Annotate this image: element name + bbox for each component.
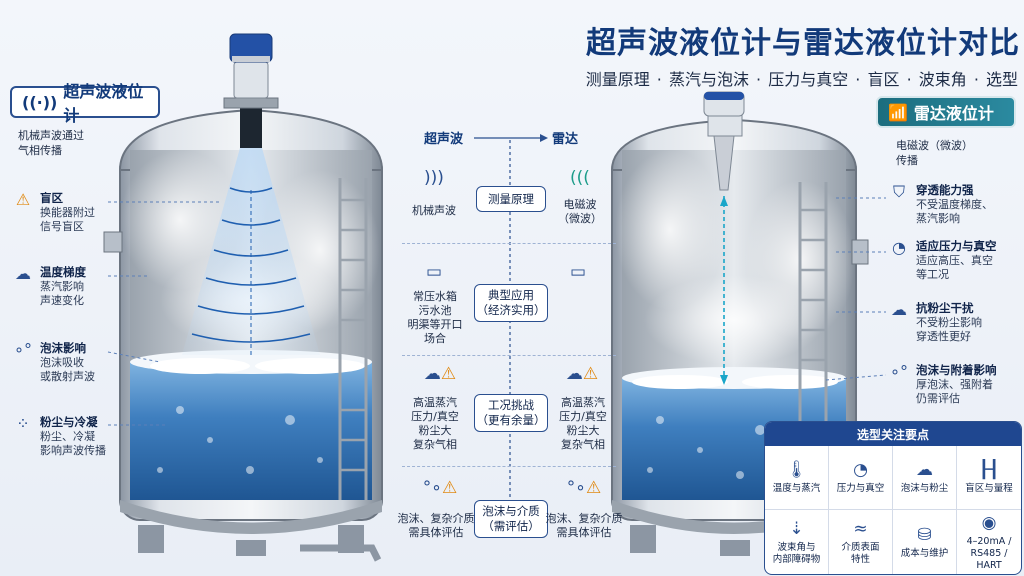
- signal-icon: ◉: [981, 512, 997, 533]
- dust-icon: ⁘: [16, 414, 30, 433]
- center-head-radar: 雷达: [552, 132, 579, 147]
- microwave-icon: (((: [570, 168, 590, 188]
- ultrasonic-description: 机械声波通过 气相传播: [18, 129, 84, 157]
- shield-icon: ⛉: [892, 182, 905, 201]
- ultrasonic-badge: ((·)) 超声波液位计: [10, 82, 160, 125]
- cloud-icon: ☁⚠: [565, 364, 599, 384]
- ultrasonic-feature-foam: ∘° 泡沫影响 泡沫吸收 或散射声波: [13, 340, 95, 383]
- center-head-ultrasonic: 超声波: [424, 132, 464, 147]
- row-divider: [402, 243, 616, 244]
- ultrasonic-feature-dust: ⁘ 粉尘与冷凝 粉尘、冷凝 影响声波传播: [12, 414, 127, 458]
- dust-cloud-icon: ☁: [891, 300, 907, 319]
- selection-item-beam: ⇣ 波束角与内部障碍物: [765, 510, 829, 574]
- radar-feature-dust: ☁ 抗粉尘干扰 不受粉尘影响 穿透性更好: [888, 300, 1018, 344]
- bubbles-icon: °∘⚠: [422, 478, 458, 498]
- foam-icon: ∘°: [13, 340, 32, 359]
- row4-right-text: 泡沫、复杂介质 需具体评估: [545, 512, 623, 539]
- thermo-cloud-icon: ☁: [15, 264, 31, 283]
- row-divider: [402, 355, 616, 356]
- row3-right-text: 高温蒸汽 压力/真空 粉尘大 复杂气相: [559, 396, 607, 451]
- ultrasonic-tank: [103, 33, 384, 562]
- ultrasonic-feature-blind-zone: ⚠ 盲区 换能器附过 信号盲区: [12, 190, 127, 234]
- row2-box-application: 典型应用 （经济实用）: [474, 284, 548, 322]
- center-connector: [474, 134, 548, 535]
- selection-item-foam-dust: ☁ 泡沫与粉尘: [893, 446, 957, 510]
- tank-icon: ▭: [569, 262, 587, 282]
- radar-feature-penetration: ⛉ 穿透能力强 不受温度梯度、 蒸汽影响: [888, 182, 1018, 226]
- gauge-icon: ◔: [853, 460, 868, 480]
- selection-item-output: ◉ 4–20mA /RS485 / HART: [966, 512, 1012, 571]
- radar-badge: 📶 雷达液位计: [876, 96, 1016, 128]
- coins-icon: ⛁: [917, 524, 932, 545]
- page-subtitle: 测量原理 · 蒸汽与泡沫 · 压力与真空 · 盲区 · 波束角 · 选型: [585, 70, 1018, 89]
- ultrasonic-badge-label: 超声波液位计: [63, 82, 144, 125]
- row3-left-text: 高温蒸汽 压力/真空 粉尘大 复杂气相: [411, 396, 459, 451]
- row1-right-text: 电磁波 （微波）: [558, 198, 602, 225]
- selection-item-blind-range: ┠┨ 盲区与量程: [957, 446, 1021, 510]
- warning-icon: ⚠: [440, 364, 457, 384]
- page-title: 超声波液位计与雷达液位计对比: [586, 26, 1020, 61]
- radar-feature-pressure: ◔ 适应压力与真空 适应高压、真空 等工况: [888, 238, 1018, 282]
- radar-feature-foam: ∘° 泡沫与附着影响 厚泡沫、强附着 仍需评估: [889, 362, 997, 405]
- radar-description: 电磁波（微波） 传播: [896, 139, 973, 167]
- thermometer-icon: 🌡: [785, 460, 808, 480]
- leader-lines: [107, 197, 887, 426]
- tank-icon: ▭: [425, 262, 443, 282]
- warning-icon: ⚠: [441, 478, 458, 498]
- ultrasonic-feature-temperature: ☁ 温度梯度 蒸汽影响 声速变化: [12, 264, 127, 308]
- row1-left-text: 机械声波: [412, 204, 456, 217]
- selection-item-cost: ⛁ 成本与维护: [893, 510, 957, 574]
- row1-box-principle: 测量原理: [476, 186, 546, 212]
- sound-wave-icon: ((·)): [22, 92, 58, 112]
- selection-item-temperature: 🌡 温度与蒸汽: [765, 446, 829, 510]
- warning-icon: ⚠: [585, 478, 602, 498]
- gauge-icon: ◔: [892, 238, 906, 257]
- wifi-wave-icon: 📶: [888, 102, 908, 122]
- beam-icon: ⇣: [789, 518, 804, 539]
- selection-panel: 选型关注要点 🌡 温度与蒸汽 ◔ 压力与真空 ☁ 泡沫与粉尘 ┠┨ 盲区与量程 …: [764, 421, 1022, 575]
- row3-box-challenge: 工况挑战 （更有余量）: [474, 394, 548, 432]
- sound-wave-icon: ))): [424, 168, 444, 188]
- selection-item-surface: ≈ 介质表面特性: [829, 510, 893, 574]
- foam-icon: ∘°: [889, 362, 908, 381]
- waves-icon: ≈: [853, 518, 868, 539]
- selection-title: 选型关注要点: [765, 422, 1021, 446]
- row2-left-text: 常压水箱 污水池 明渠等开口 场合: [407, 290, 463, 345]
- dust-cloud-icon: ☁: [916, 460, 933, 480]
- cloud-icon: ☁⚠: [423, 364, 457, 384]
- selection-grid: 🌡 温度与蒸汽 ◔ 压力与真空 ☁ 泡沫与粉尘 ┠┨ 盲区与量程 ⇣ 波束角与内…: [765, 446, 1021, 574]
- selection-item-pressure: ◔ 压力与真空: [829, 446, 893, 510]
- bubbles-icon: °∘⚠: [566, 478, 602, 498]
- ruler-icon: ┠┨: [978, 460, 1000, 480]
- warning-icon: ⚠: [582, 364, 599, 384]
- row4-box-foam: 泡沫与介质 （需评估）: [474, 500, 548, 538]
- warning-icon: ⚠: [15, 190, 31, 209]
- row-divider: [402, 466, 616, 467]
- row4-left-text: 泡沫、复杂介质 需具体评估: [397, 512, 475, 539]
- radar-badge-label: 雷达液位计: [913, 104, 994, 123]
